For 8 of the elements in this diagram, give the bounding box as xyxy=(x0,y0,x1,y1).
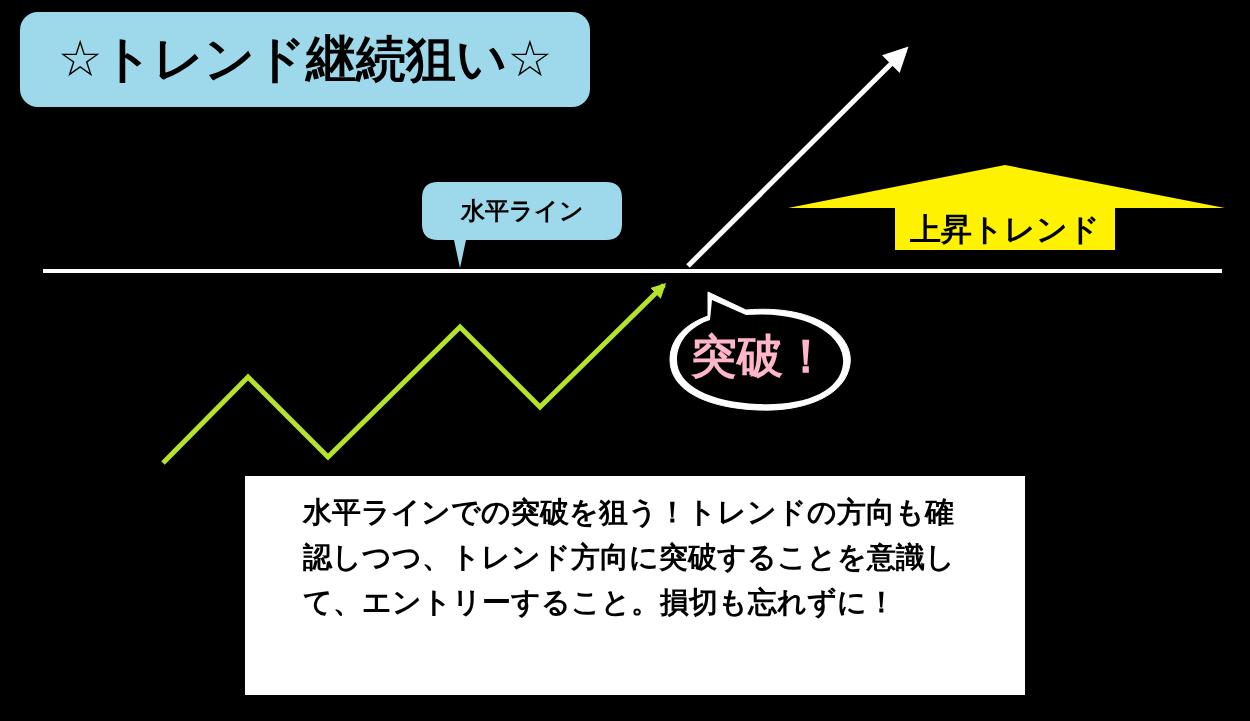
note-box xyxy=(245,476,1025,695)
up-arrow-sign xyxy=(788,165,1225,251)
label-text: 水平ライン xyxy=(459,196,585,227)
title-banner: ☆トレンド継続狙い☆ xyxy=(20,12,590,107)
note-text: 水平ラインでの突破を狙う！トレンドの方向も確認しつつ、トレンド方向に突破することを意識して、エントリーすること。損切も忘れずに！ xyxy=(303,494,956,621)
speech-bubble xyxy=(666,290,854,414)
label-text: 突破！ xyxy=(690,328,830,385)
label-text: 上昇トレンド xyxy=(909,210,1101,249)
